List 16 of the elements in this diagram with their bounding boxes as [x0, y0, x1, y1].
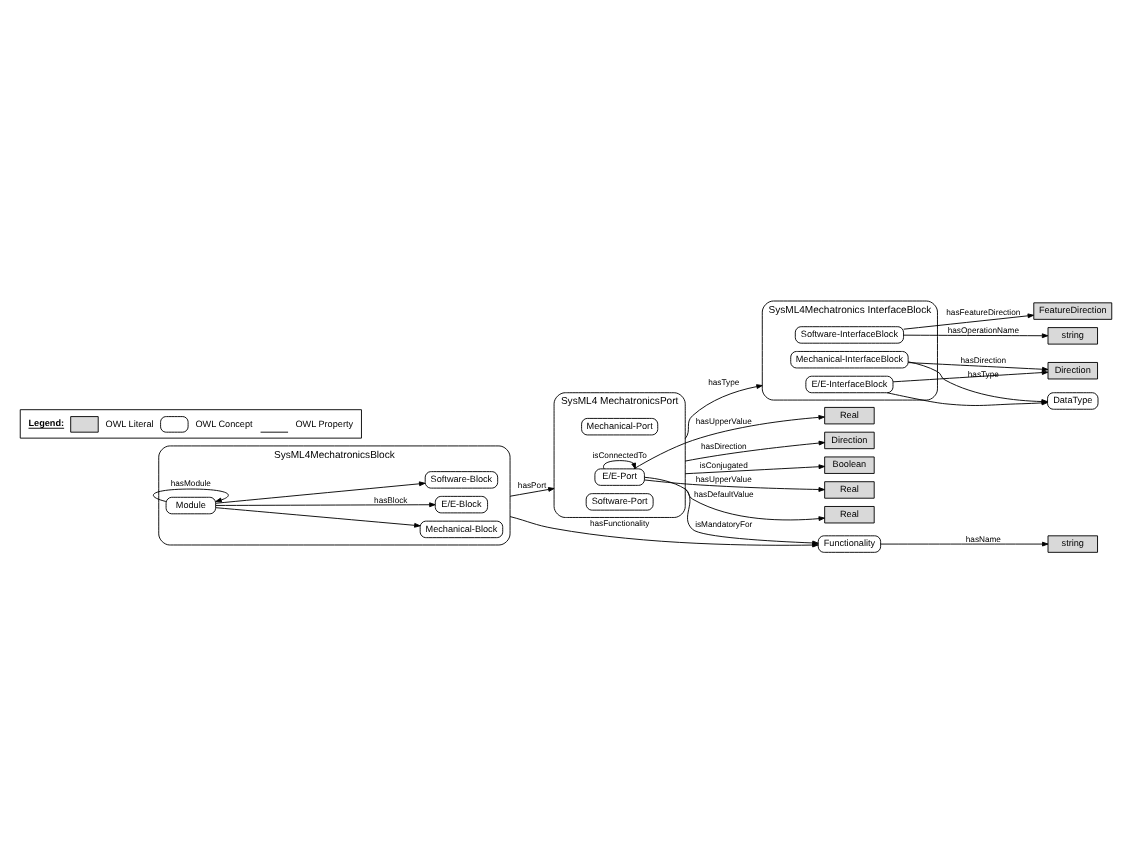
- arrow: [907, 362, 1049, 372]
- arrow: [903, 333, 1049, 339]
- arrow: [215, 481, 426, 504]
- arrow: [633, 415, 825, 470]
- arrow: [684, 440, 826, 462]
- arrow: [684, 464, 825, 475]
- arrow: [644, 476, 825, 521]
- arrow: [215, 502, 436, 508]
- arrow: [880, 541, 1049, 547]
- arrow: [903, 313, 1034, 330]
- arrow: [892, 370, 1049, 383]
- arrow: [215, 507, 421, 528]
- arrow: [509, 487, 555, 497]
- arrow: [603, 460, 636, 470]
- arrow: [684, 384, 763, 440]
- arrow: [644, 479, 825, 492]
